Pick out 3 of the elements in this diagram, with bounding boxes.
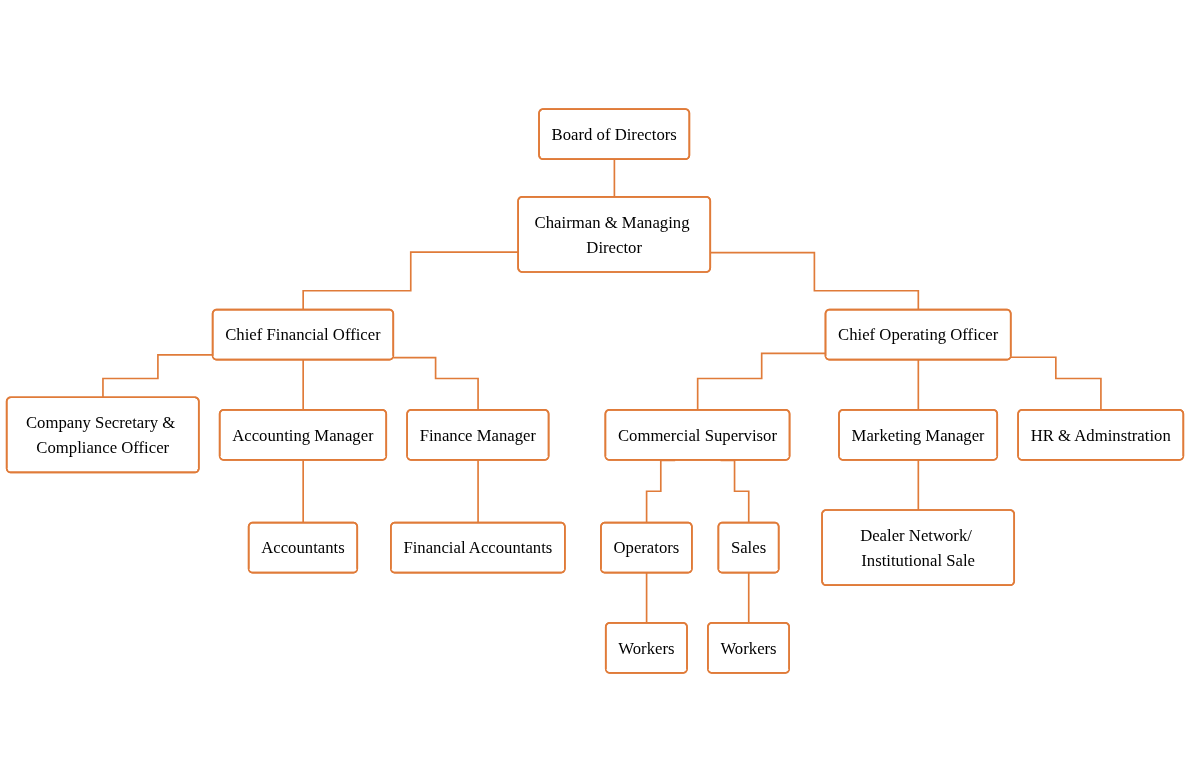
connector (477, 459, 480, 524)
connector (302, 459, 305, 524)
connector (917, 459, 920, 512)
